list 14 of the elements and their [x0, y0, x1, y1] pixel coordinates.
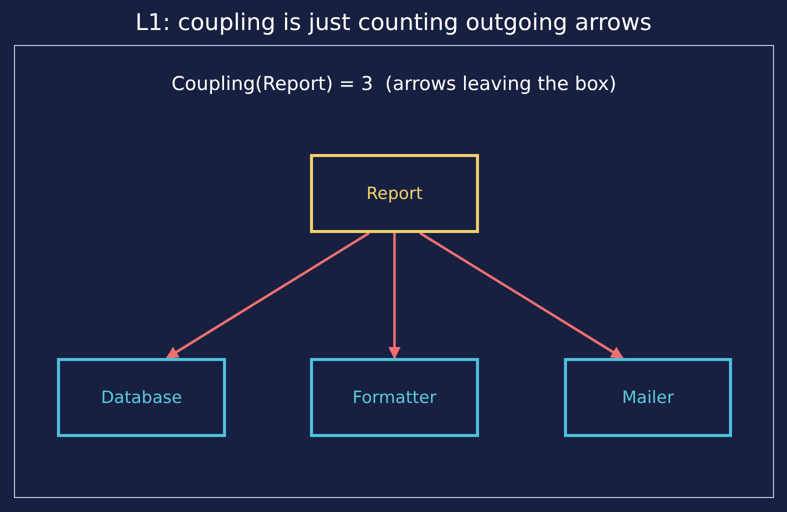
module-label: Report — [366, 184, 423, 204]
diagram-title: L1: coupling is just counting outgoing arrows — [134, 10, 653, 36]
module-box — [57, 358, 226, 437]
arrow — [166, 232, 370, 360]
arrow — [388, 233, 401, 360]
module-box — [310, 154, 479, 233]
coupling-note: Coupling(Report) = 3 (arrows leaving the box) — [170, 73, 618, 95]
module-box — [310, 358, 479, 437]
module-box — [564, 358, 732, 437]
module-label: Database — [100, 388, 182, 408]
module-label: Mailer — [622, 388, 674, 408]
module-label: Formatter — [352, 388, 437, 408]
arrow — [419, 232, 624, 360]
frame-box — [14, 45, 774, 498]
